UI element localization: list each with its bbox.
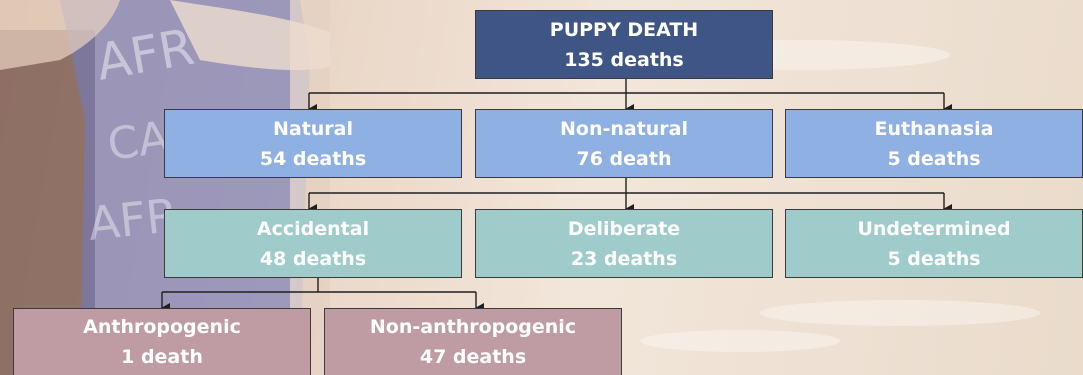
node-title: Deliberate [568, 214, 680, 244]
node-title: Natural [273, 114, 353, 144]
node-accidental: Accidental 48 deaths [164, 209, 462, 278]
node-title: Euthanasia [875, 114, 994, 144]
node-anthropogenic: Anthropogenic 1 death [13, 308, 311, 375]
node-count: 23 deaths [571, 244, 677, 274]
node-count: 54 deaths [260, 144, 366, 174]
node-euthanasia: Euthanasia 5 deaths [785, 109, 1083, 178]
node-non-anthropogenic: Non-anthropogenic 47 deaths [324, 308, 622, 375]
node-undetermined: Undetermined 5 deaths [785, 209, 1083, 278]
node-title: Anthropogenic [83, 312, 241, 342]
node-title: Undetermined [857, 214, 1010, 244]
node-count: 76 death [577, 144, 672, 174]
node-title: Accidental [257, 214, 369, 244]
node-puppy-death: PUPPY DEATH 135 deaths [475, 10, 773, 79]
node-non-natural: Non-natural 76 death [475, 109, 773, 178]
node-title: Non-natural [560, 114, 688, 144]
node-count: 48 deaths [260, 244, 366, 274]
node-deliberate: Deliberate 23 deaths [475, 209, 773, 278]
node-count: 135 deaths [564, 45, 684, 75]
node-title: PUPPY DEATH [550, 15, 698, 45]
node-natural: Natural 54 deaths [164, 109, 462, 178]
node-count: 5 deaths [887, 144, 980, 174]
node-count: 5 deaths [887, 244, 980, 274]
node-count: 47 deaths [420, 342, 526, 372]
node-title: Non-anthropogenic [370, 312, 576, 342]
node-count: 1 death [121, 342, 203, 372]
